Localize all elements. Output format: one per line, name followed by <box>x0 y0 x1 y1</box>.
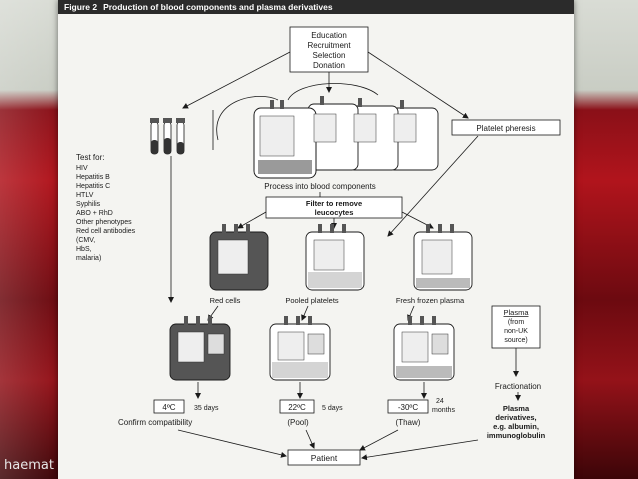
red-cells-bag-icon <box>209 224 269 291</box>
derivatives-line-4: immunoglobulin <box>487 431 546 440</box>
slide-background-highlight <box>0 0 60 479</box>
bag-to-temp-arrows <box>195 382 427 399</box>
storage-red-cells: 4ºC 35 days Confirm compatibility <box>118 399 219 427</box>
storage-duration-unit: months <box>432 407 455 414</box>
figure-title-bar: Figure 2 Production of blood components a… <box>58 0 574 14</box>
test-item: Hepatitis B <box>76 174 110 181</box>
platelet-pheresis-label: Platelet pheresis <box>476 124 535 133</box>
arrow-filter-to-redcells <box>237 211 267 229</box>
test-heading: Test for: <box>76 153 104 162</box>
plasma-source-box: Plasma (from non-UK source) <box>491 305 541 349</box>
storage-note: Confirm compatibility <box>118 418 192 427</box>
storage-duration: 5 days <box>322 405 343 412</box>
blood-bags-icon <box>212 83 439 179</box>
storage-temp: 22ºC <box>288 403 306 412</box>
platelet-storage-bag-icon <box>269 316 331 381</box>
plasma-source-line-1: Plasma <box>503 308 529 317</box>
filter-line-1: Filter to remove <box>306 199 362 208</box>
test-item: HTLV <box>76 192 94 199</box>
red-cells-storage-bag-icon <box>169 316 231 381</box>
ffp-label: Fresh frozen plasma <box>396 296 465 305</box>
filter-line-2: leucocytes <box>315 208 354 217</box>
test-item: Red cell antibodies <box>76 228 136 235</box>
derivatives-line-2: derivatives, <box>495 413 536 422</box>
storage-temp: -30ºC <box>398 403 418 412</box>
test-item: Syphilis <box>76 201 101 208</box>
filter-box: Filter to remove leucocytes <box>265 196 403 219</box>
test-tubes-icon <box>150 118 185 155</box>
figure-label: Figure 2 <box>64 2 98 12</box>
plasma-storage-bag-icon <box>393 316 455 381</box>
storage-temp: 4ºC <box>162 403 175 412</box>
donation-line-3: Selection <box>313 51 346 60</box>
test-item: ABO + RhD <box>76 210 113 217</box>
derivatives-line-1: Plasma <box>503 404 530 413</box>
to-patient-arrows <box>177 429 479 461</box>
donation-box: Education Recruitment Selection Donation <box>289 26 369 73</box>
donation-arrows <box>182 51 469 119</box>
slide-watermark-text: haemat <box>4 458 54 473</box>
arrow-plasma-to-patient <box>359 429 399 451</box>
arrow-derivatives-to-patient <box>361 439 479 461</box>
patient-label: Patient <box>311 453 338 463</box>
test-item: malaria) <box>76 255 101 262</box>
storage-plasma: -30ºC 24 months (Thaw) <box>387 398 455 427</box>
arrow-to-pheresis <box>367 51 469 119</box>
storage-platelets: 22ºC 5 days (Pool) <box>279 399 343 427</box>
fresh-frozen-plasma-bag-icon <box>413 224 473 291</box>
test-item: (CMV, <box>76 237 95 244</box>
process-label: Process into blood components <box>264 182 376 191</box>
flow-diagram: Education Recruitment Selection Donation… <box>76 26 561 466</box>
derivatives-line-3: e.g. albumin, <box>493 422 539 431</box>
fractionation-label: Fractionation <box>495 382 541 391</box>
storage-duration: 24 <box>436 398 444 405</box>
storage-note: (Thaw) <box>396 418 421 427</box>
red-cells-label: Red cells <box>210 296 241 305</box>
donation-line-1: Education <box>311 31 347 40</box>
test-item: Other phenotypes <box>76 219 132 226</box>
test-item: Hepatitis C <box>76 183 110 190</box>
plasma-source-line-2: (from <box>508 319 525 326</box>
plasma-derivatives: Plasma derivatives, e.g. albumin, immuno… <box>487 404 546 440</box>
platelet-pheresis-box: Platelet pheresis <box>451 119 561 136</box>
plasma-source-line-3: non-UK <box>504 328 528 335</box>
test-for-list: Test for: HIV Hepatitis B Hepatitis C HT… <box>76 153 136 262</box>
figure-sheet: Figure 2 Production of blood components a… <box>58 0 574 479</box>
arrow-to-tests <box>182 51 291 109</box>
figure-title: Production of blood components and plasm… <box>103 2 333 12</box>
arrow-pheresis-to-platelets <box>387 135 479 237</box>
storage-duration: 35 days <box>194 405 219 412</box>
plasma-source-line-4: source) <box>504 337 527 344</box>
pooled-platelets-label: Pooled platelets <box>285 296 339 305</box>
storage-note: (Pool) <box>287 418 309 427</box>
test-item: HIV <box>76 165 88 172</box>
arrow-platelets-to-patient <box>305 429 315 449</box>
pooled-platelets-bag-icon <box>305 224 365 291</box>
test-item: HbS, <box>76 246 92 253</box>
donation-line-2: Recruitment <box>307 41 351 50</box>
arrow-redcells-to-patient <box>177 429 287 458</box>
patient-box: Patient <box>287 449 361 466</box>
arrow-platelets-down <box>301 305 309 321</box>
donation-line-4: Donation <box>313 61 345 70</box>
